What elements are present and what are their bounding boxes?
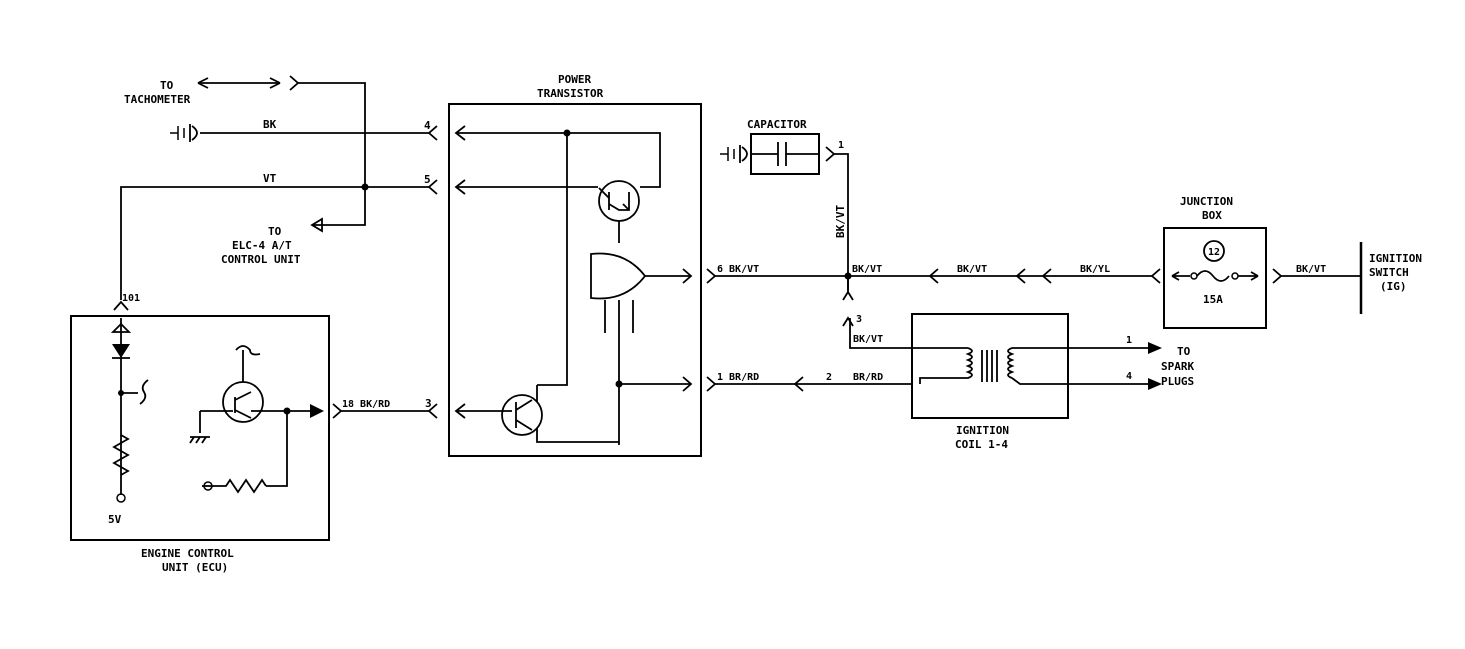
pin-3-label: 3 — [425, 397, 432, 410]
node-bkvt-label: BK/VT — [852, 264, 882, 275]
main-bkvt-line: 6 BK/VT BK/VT BK/VT BK/YL — [706, 264, 1161, 301]
fuse-number: 12 — [1208, 247, 1220, 258]
junction-box: JUNCTION BOX 12 15A BK/VT — [1163, 195, 1360, 329]
capacitor-label: CAPACITOR — [747, 118, 807, 131]
spark-plug-label-3: PLUGS — [1161, 375, 1194, 388]
ignition-switch-label-2: SWITCH — [1369, 266, 1409, 279]
pin-4-label: 4 — [424, 119, 431, 132]
spark-plug-label: TO SPARK PLUGS — [1161, 345, 1194, 388]
vt-wire-label: VT — [263, 172, 277, 185]
elc-label-2: ELC-4 A/T — [232, 239, 292, 252]
ignition-switch: IGNITION SWITCH (IG) — [1359, 242, 1422, 314]
ignition-coil-label-1: IGNITION — [956, 424, 1009, 437]
power-transistor-box: POWER TRANSISTOR 4 5 3 — [424, 73, 702, 457]
ecu-box: 101 5V ENGINE CONTROL UNIT (ECU) — [70, 293, 330, 574]
capacitor-wire-label: BK/VT — [834, 205, 847, 238]
elc-label: TO ELC-4 A/T CONTROL UNIT — [221, 225, 301, 266]
coil-pin2-label: 2 — [826, 372, 832, 383]
coil-pin3-label: 3 — [856, 314, 862, 325]
power-transistor-label-2: TRANSISTOR — [537, 87, 604, 100]
spark-plug-label-1: TO — [1177, 345, 1191, 358]
brrd-line: 1 BR/RD 2 BR/RD — [706, 372, 912, 392]
tachometer-label-1: TO — [160, 79, 174, 92]
elc-label-1: TO — [268, 225, 282, 238]
tachometer-label-2: TACHOMETER — [124, 93, 191, 106]
bkvt-mid-label: BK/VT — [957, 264, 987, 275]
splice-label: 101 — [122, 293, 140, 304]
ignition-switch-label-3: (IG) — [1380, 280, 1407, 293]
junction-box-label-1: JUNCTION — [1180, 195, 1233, 208]
bk-wire-label: BK — [263, 118, 277, 131]
brrd-label: BR/RD — [853, 372, 883, 383]
capacitor-pin-label: 1 — [838, 140, 844, 151]
tachometer-connector: TO TACHOMETER — [124, 75, 366, 233]
bkyl-label: BK/YL — [1080, 264, 1110, 275]
coil-bkvt-label: BK/VT — [853, 334, 883, 345]
pin-5-label: 5 — [424, 173, 431, 186]
capacitor-block: CAPACITOR 1 BK/VT — [720, 118, 849, 290]
junction-box-label-2: BOX — [1202, 209, 1222, 222]
ecu-label-2: UNIT (ECU) — [162, 561, 228, 574]
ecu-supply-label: 5V — [108, 513, 122, 526]
ecu-output-label: 18 BK/RD — [342, 399, 390, 410]
power-transistor-label-1: POWER — [558, 73, 591, 86]
pt1-label: 1 BR/RD — [717, 372, 759, 383]
vt-wire: VT — [120, 172, 430, 300]
ecu-output-wire: 18 BK/RD — [332, 399, 430, 419]
ignition-switch-label-1: IGNITION — [1369, 252, 1422, 265]
ground-symbol-left: BK — [170, 118, 430, 142]
bkvt-switch-label: BK/VT — [1296, 264, 1326, 275]
elc-label-3: CONTROL UNIT — [221, 253, 301, 266]
plug-pin1-label: 1 — [1126, 335, 1132, 346]
ecu-label-1: ENGINE CONTROL — [141, 547, 234, 560]
ignition-coil: 3 BK/VT 1 4 IGNITION COIL 1-4 — [842, 313, 1162, 451]
fuse-rating: 15A — [1203, 293, 1223, 306]
ignition-coil-label-2: COIL 1-4 — [955, 438, 1008, 451]
spark-plug-label-2: SPARK — [1161, 360, 1194, 373]
plug-pin4-label: 4 — [1126, 371, 1132, 382]
pt6-label: 6 BK/VT — [717, 264, 759, 275]
